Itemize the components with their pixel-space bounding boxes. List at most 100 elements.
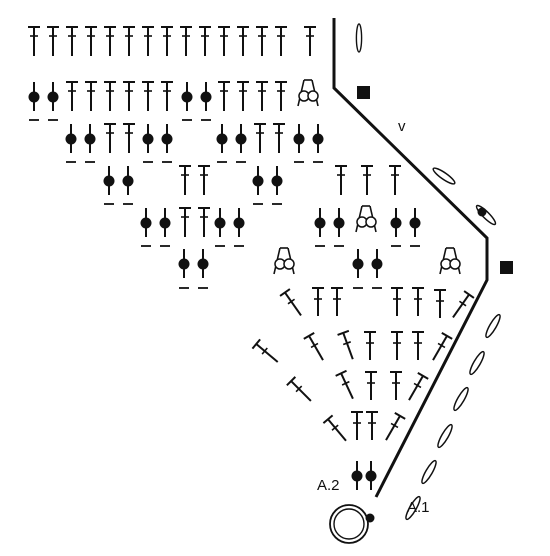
treble-symbol [433, 289, 447, 319]
treble-symbol [303, 26, 317, 57]
treble-symbol [160, 81, 174, 112]
treble-symbol [279, 288, 307, 320]
treble-symbol [141, 81, 155, 112]
magic-ring-inner [333, 508, 365, 540]
bobble-symbol [121, 165, 135, 196]
treble-symbol [255, 26, 269, 57]
treble-symbol [84, 81, 98, 112]
treble-symbol [255, 81, 269, 112]
bobble-symbol [292, 123, 306, 154]
treble-symbol [272, 123, 286, 154]
bobble-symbol [332, 207, 346, 238]
treble-symbol [217, 81, 231, 112]
bobble-symbol [389, 207, 403, 238]
bobble-symbol [177, 248, 191, 279]
treble-symbol [364, 371, 378, 401]
bobble-symbol [215, 123, 229, 154]
bobble-symbol [251, 165, 265, 196]
chain-oval [473, 202, 499, 228]
treble-symbol [274, 26, 288, 57]
chain-oval [355, 23, 363, 53]
treble-symbol [363, 331, 377, 361]
treble-symbol [178, 165, 192, 196]
treble-symbol [302, 331, 330, 365]
treble-symbol [236, 81, 250, 112]
treble-symbol [330, 287, 344, 317]
treble-symbol [334, 369, 360, 403]
treble-symbol [336, 329, 360, 363]
bobble-symbol [351, 248, 365, 279]
bobble-symbol [139, 207, 153, 238]
chain-oval [434, 422, 456, 450]
treble-symbol [103, 123, 117, 154]
bobble-symbol [311, 123, 325, 154]
picot-symbol [273, 247, 295, 275]
bobble-symbol [350, 460, 364, 491]
oval-dot [477, 207, 487, 217]
bobble-symbol [408, 207, 422, 238]
border-line [332, 18, 489, 498]
bobble-symbol [83, 123, 97, 154]
label-v: v [398, 118, 406, 135]
bobble-symbol [160, 123, 174, 154]
treble-symbol [160, 26, 174, 57]
treble-symbol [365, 411, 379, 441]
bobble-symbol [370, 248, 384, 279]
chain-oval [450, 385, 472, 413]
treble-symbol [122, 123, 136, 154]
treble-symbol [103, 26, 117, 57]
treble-symbol [426, 331, 454, 365]
bobble-symbol [270, 165, 284, 196]
treble-symbol [46, 26, 60, 57]
treble-symbol [236, 26, 250, 57]
bobble-symbol [234, 123, 248, 154]
treble-symbol [122, 81, 136, 112]
bobble-symbol [27, 81, 41, 112]
treble-symbol [447, 290, 475, 322]
chain-oval [418, 458, 440, 486]
picot-symbol [297, 79, 319, 107]
treble-symbol [198, 26, 212, 57]
bobble-symbol [364, 460, 378, 491]
treble-symbol [84, 26, 98, 57]
bobble-symbol [102, 165, 116, 196]
picot-symbol [355, 205, 377, 233]
ring-dot [365, 513, 375, 523]
treble-symbol [141, 26, 155, 57]
treble-symbol [197, 207, 211, 238]
treble-symbol [390, 287, 404, 317]
label-a1: A.1 [407, 499, 430, 516]
treble-symbol [334, 165, 348, 196]
treble-symbol [197, 165, 211, 196]
treble-symbol [285, 375, 317, 407]
treble-symbol [311, 287, 325, 317]
treble-symbol [253, 123, 267, 154]
bobble-symbol [64, 123, 78, 154]
treble-symbol [65, 81, 79, 112]
treble-symbol [274, 81, 288, 112]
treble-symbol [27, 26, 41, 57]
filled-square [500, 261, 513, 274]
bobble-symbol [199, 81, 213, 112]
treble-symbol [122, 26, 136, 57]
treble-symbol [251, 338, 283, 368]
bobble-symbol [313, 207, 327, 238]
bobble-symbol [180, 81, 194, 112]
bobble-symbol [213, 207, 227, 238]
treble-symbol [179, 26, 193, 57]
picot-symbol [439, 247, 461, 275]
label-a2: A.2 [317, 477, 340, 494]
chain-oval [466, 349, 488, 377]
chain-oval [430, 165, 458, 187]
treble-symbol [379, 411, 407, 445]
treble-symbol [217, 26, 231, 57]
treble-symbol [411, 287, 425, 317]
bobble-symbol [232, 207, 246, 238]
bobble-symbol [196, 248, 210, 279]
treble-symbol [178, 207, 192, 238]
treble-symbol [360, 165, 374, 196]
treble-symbol [388, 165, 402, 196]
magic-ring-outer [329, 504, 369, 544]
treble-symbol [390, 331, 404, 361]
